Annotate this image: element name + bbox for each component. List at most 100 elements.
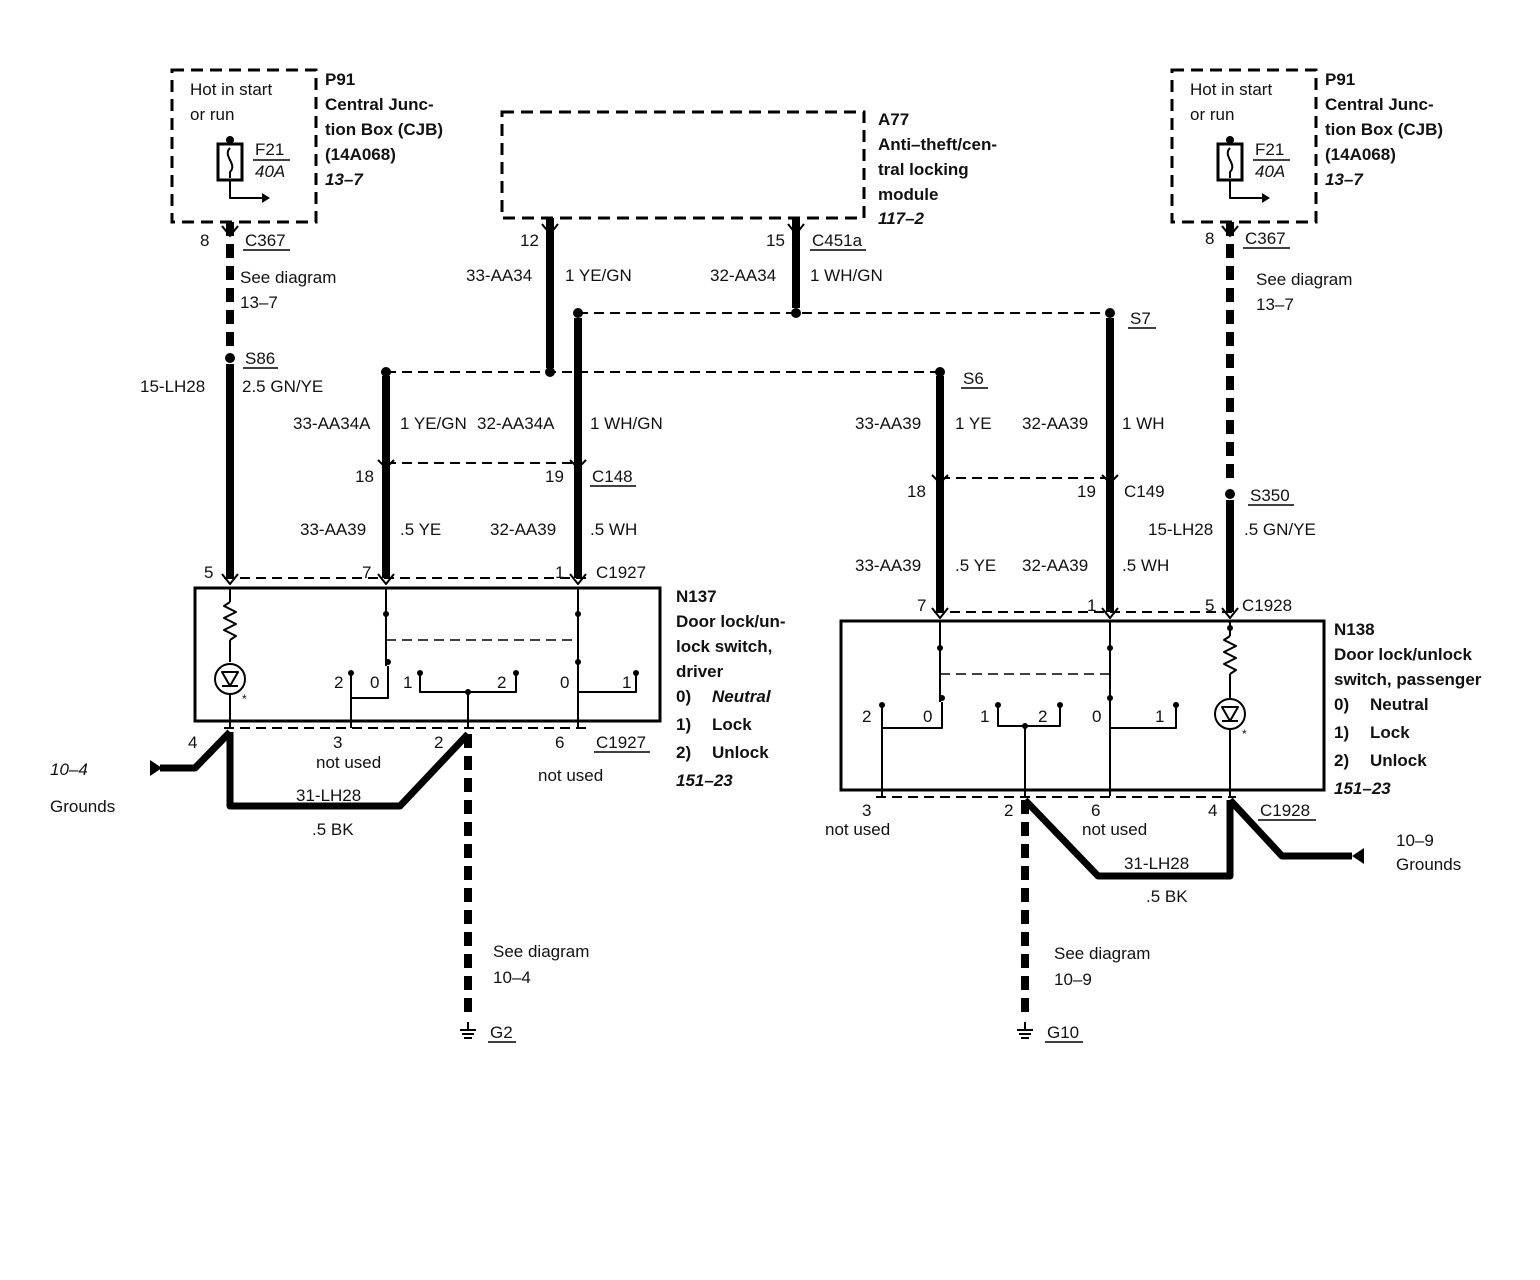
- right-wire2-color: 1 WH: [1122, 414, 1165, 433]
- left-wire1-circuit: 33-AA34A: [293, 414, 371, 433]
- left-cjb-connector: C367: [245, 231, 286, 250]
- n137-body: [193, 586, 662, 723]
- right-wire3-circuit: 33-AA39: [855, 556, 921, 575]
- s350-circuit: 15-LH28: [1148, 520, 1213, 539]
- driver-grounds-label: Grounds: [50, 797, 115, 816]
- right-wire1-circuit: 33-AA39: [855, 414, 921, 433]
- left-wire3-color: .5 YE: [400, 520, 441, 539]
- n138-contact-group-b: [997, 705, 1061, 727]
- n138-body: [839, 619, 1326, 792]
- n138-connector-top: C1928: [1242, 596, 1292, 615]
- svg-text:*: *: [1242, 727, 1247, 741]
- n138-pos2-label: Unlock: [1370, 751, 1427, 770]
- module-name1: Anti–theft/cen-: [878, 135, 997, 154]
- driver-door-lock-switch: 5 7 1 C1927 * 2 0 1 2 0 1: [188, 563, 786, 790]
- n138-bottom-pin3: 3: [862, 801, 871, 820]
- right-cjb-hot-line1: Hot in start: [1190, 80, 1272, 99]
- passenger-grounds-ref: 10–9: [1396, 831, 1434, 850]
- left-cjb-name2: tion Box (CJB): [325, 120, 443, 139]
- n137-pos1-label: Lock: [712, 715, 752, 734]
- splice-s350-label: S350: [1250, 486, 1290, 505]
- right-wire4-circuit: 32-AA39: [1022, 556, 1088, 575]
- driver-grounds-link: [160, 729, 233, 772]
- right-cjb-hot-line2: or run: [1190, 105, 1234, 124]
- right-cjb-name3: (14A068): [1325, 145, 1396, 164]
- splice-s86-node: [225, 353, 235, 363]
- left-arrow-icon: [262, 193, 270, 203]
- n137-name1: Door lock/un-: [676, 612, 786, 631]
- n137-bottom-pin6: 6: [555, 733, 564, 752]
- n137-contact-b-2: 2: [497, 673, 506, 692]
- right-cjb-id: P91: [1325, 70, 1355, 89]
- left-wire1-color: 1 YE/GN: [400, 414, 467, 433]
- n138-top-pin5: 5: [1205, 596, 1214, 615]
- ground-g10-icon: [1017, 1022, 1033, 1039]
- left-cjb-pin: 8: [200, 231, 209, 250]
- n137-contact-c-0: 0: [560, 673, 569, 692]
- n137-pos2-label: Unlock: [712, 743, 769, 762]
- c148-pin19: 19: [545, 467, 564, 486]
- n138-pin3-not-used: not used: [825, 820, 890, 839]
- left-wire2-circuit: 32-AA34A: [477, 414, 555, 433]
- n137-top-pin7: 7: [362, 563, 371, 582]
- n137-top-pin1: 1: [555, 563, 564, 582]
- module-name2: tral locking: [878, 160, 969, 179]
- driver-ground-wire: [226, 731, 471, 810]
- passenger-door-lock-switch: 7 1 5 C1928 2 0 1 2 0 1: [825, 596, 1482, 839]
- n137-pin3-not-used: not used: [316, 753, 381, 772]
- s350-color: .5 GN/YE: [1244, 520, 1316, 539]
- passenger-see-diagram-1: See diagram: [1054, 944, 1150, 963]
- left-see-diagram-2: 13–7: [240, 293, 278, 312]
- n137-ref: 151–23: [676, 771, 733, 790]
- left-see-diagram-1: See diagram: [240, 268, 336, 287]
- n138-id: N138: [1334, 620, 1375, 639]
- n137-pos1-num: 1): [676, 715, 691, 734]
- passenger-grounds-arrow-icon: [1352, 848, 1364, 864]
- left-cjb-node: [226, 136, 234, 144]
- right-wire3-color: .5 YE: [955, 556, 996, 575]
- n138-pos0-num: 0): [1334, 695, 1349, 714]
- n137-pos0-num: 0): [676, 687, 691, 706]
- n138-contact-group-c: [1110, 705, 1177, 729]
- module-id: A77: [878, 110, 909, 129]
- right-cjb-name2: tion Box (CJB): [1325, 120, 1443, 139]
- n137-pin6-not-used: not used: [538, 766, 603, 785]
- n138-pos1-label: Lock: [1370, 723, 1410, 742]
- n137-pos0-label: Neutral: [712, 687, 772, 706]
- n137-contact-a-2: 2: [334, 673, 343, 692]
- splice-s6-label: S6: [963, 369, 984, 388]
- n137-connector-top: C1927: [596, 563, 646, 582]
- n138-contact-group-a: [881, 702, 943, 729]
- right-cjb-name1: Central Junc-: [1325, 95, 1434, 114]
- n138-contact-c-1: 1: [1155, 707, 1164, 726]
- right-fuse-id: F21: [1255, 140, 1284, 159]
- left-fuse-output: [229, 180, 262, 199]
- right-cjb-connector: C367: [1245, 229, 1286, 248]
- n137-name2: lock switch,: [676, 637, 772, 656]
- module-wire-a-color: 1 YE/GN: [565, 266, 632, 285]
- left-central-junction-box: Hot in start or run F21 40A P91 Central …: [170, 68, 443, 312]
- n138-pos0-label: Neutral: [1370, 695, 1429, 714]
- n137-bottom-pin4: 4: [188, 733, 197, 752]
- right-central-junction-box: Hot in start or run F21 40A P91 Central …: [1170, 68, 1443, 314]
- ground-g2-icon: [460, 1022, 476, 1039]
- splice-s7-node: [1105, 308, 1115, 318]
- splice-s7-label: S7: [1130, 309, 1151, 328]
- n138-pos2-num: 2): [1334, 751, 1349, 770]
- s86-color: 2.5 GN/YE: [242, 377, 323, 396]
- right-see-diagram-1: See diagram: [1256, 270, 1352, 289]
- left-cjb-name3: (14A068): [325, 145, 396, 164]
- n137-pos2-num: 2): [676, 743, 691, 762]
- right-fuse-rating: 40A: [1255, 162, 1285, 181]
- n137-name3: driver: [676, 662, 724, 681]
- right-arrow-icon: [1262, 193, 1270, 203]
- c148-pin18: 18: [355, 467, 374, 486]
- n137-led-icon: [214, 663, 246, 695]
- left-wire4-color: .5 WH: [590, 520, 637, 539]
- n138-bottom-pin4: 4: [1208, 801, 1217, 820]
- n137-connector-bottom: C1927: [596, 733, 646, 752]
- connector-c149: C149: [1124, 482, 1165, 501]
- left-wire3-circuit: 33-AA39: [300, 520, 366, 539]
- passenger-see-diagram-2: 10–9: [1054, 970, 1092, 989]
